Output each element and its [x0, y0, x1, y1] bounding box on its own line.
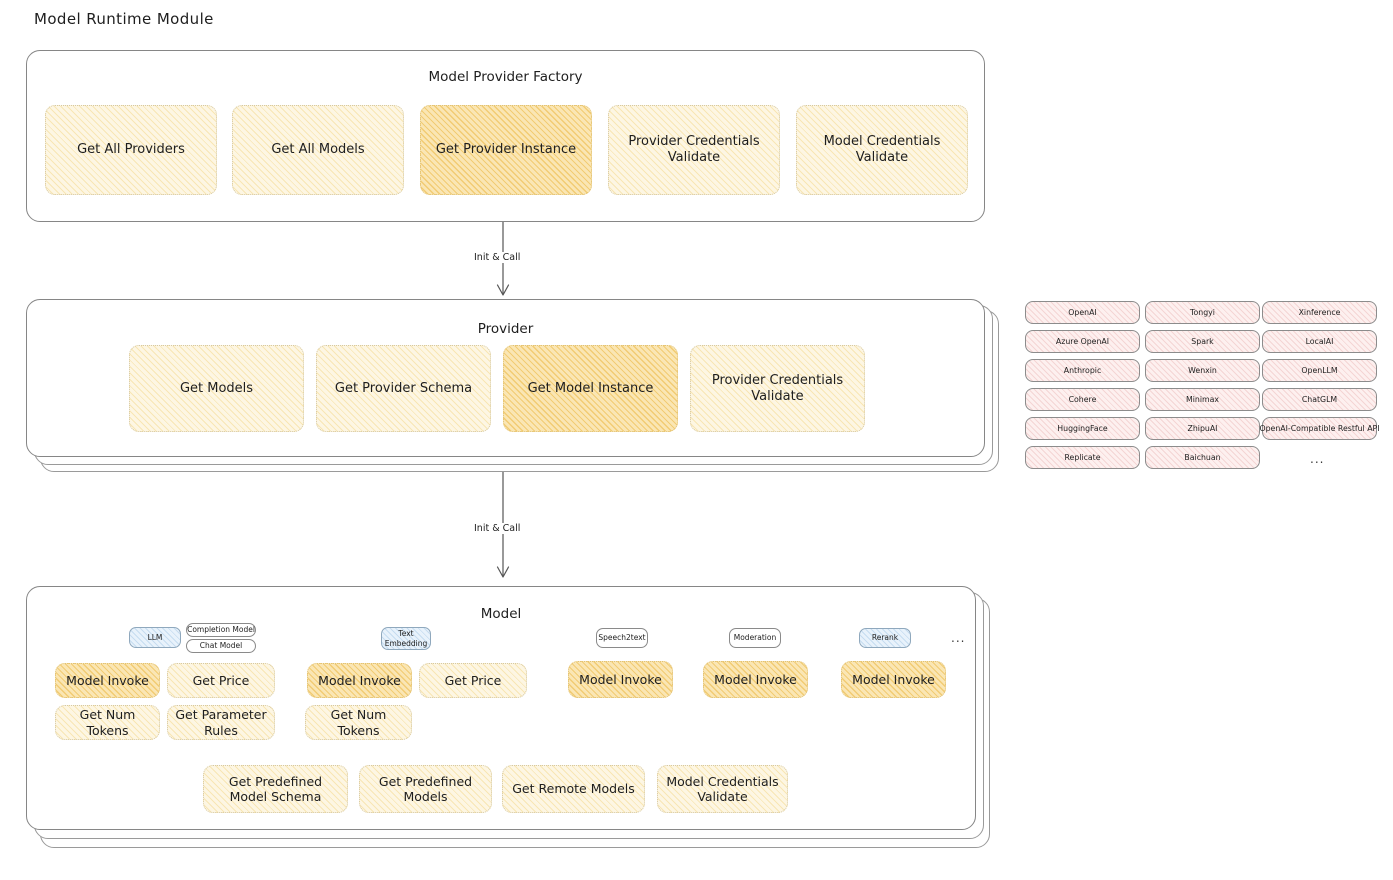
- provider-chip-spark[interactable]: Spark: [1145, 330, 1260, 353]
- provider-chip-cohere[interactable]: Cohere: [1025, 388, 1140, 411]
- node-get-predefined-models[interactable]: Get Predefined Models: [359, 765, 492, 813]
- model-type-tag-llm[interactable]: LLM: [129, 627, 181, 648]
- node-text-embedding-get-price[interactable]: Get Price: [419, 663, 527, 698]
- node-text-embedding-model-invoke[interactable]: Model Invoke: [307, 663, 412, 698]
- node-model-credentials-validate-2[interactable]: Model Credentials Validate: [657, 765, 788, 813]
- node-llm-model-invoke[interactable]: Model Invoke: [55, 663, 160, 698]
- provider-chip-baichuan[interactable]: Baichuan: [1145, 446, 1260, 469]
- node-get-provider-schema[interactable]: Get Provider Schema: [316, 345, 491, 432]
- provider-chip-wenxin[interactable]: Wenxin: [1145, 359, 1260, 382]
- provider-chip-azure-openai[interactable]: Azure OpenAI: [1025, 330, 1140, 353]
- node-provider-credentials-validate[interactable]: Provider Credentials Validate: [608, 105, 780, 195]
- arrow-label-init-and-call-1: Init & Call: [471, 252, 524, 263]
- node-text-embedding-get-num-tokens[interactable]: Get Num Tokens: [305, 705, 412, 740]
- model-type-tag-text-embedding[interactable]: Text Embedding: [381, 627, 431, 650]
- model-title: Model: [480, 606, 522, 622]
- provider-title: Provider: [477, 321, 534, 337]
- node-provider-credentials-validate-2[interactable]: Provider Credentials Validate: [690, 345, 865, 432]
- provider-chip-openai[interactable]: OpenAI: [1025, 301, 1140, 324]
- model-types-more-ellipsis: ...: [951, 631, 966, 645]
- model-provider-factory-title: Model Provider Factory: [428, 69, 583, 85]
- provider-chip-zhipuai[interactable]: ZhipuAI: [1145, 417, 1260, 440]
- model-type-tag-rerank[interactable]: Rerank: [859, 628, 911, 648]
- model-subtag-completion-model[interactable]: Completion Model: [186, 623, 256, 637]
- node-get-predefined-model-schema[interactable]: Get Predefined Model Schema: [203, 765, 348, 813]
- node-speech2text-model-invoke[interactable]: Model Invoke: [568, 661, 673, 698]
- provider-chip-localai[interactable]: LocalAI: [1262, 330, 1377, 353]
- arrow-label-init-and-call-2: Init & Call: [471, 523, 524, 534]
- node-llm-get-num-tokens[interactable]: Get Num Tokens: [55, 705, 160, 740]
- provider-chip-chatglm[interactable]: ChatGLM: [1262, 388, 1377, 411]
- provider-chip-openllm[interactable]: OpenLLM: [1262, 359, 1377, 382]
- provider-chip-anthropic[interactable]: Anthropic: [1025, 359, 1140, 382]
- page-title: Model Runtime Module: [34, 10, 214, 28]
- provider-chip-replicate[interactable]: Replicate: [1025, 446, 1140, 469]
- node-get-models[interactable]: Get Models: [129, 345, 304, 432]
- node-get-model-instance[interactable]: Get Model Instance: [503, 345, 678, 432]
- provider-chip-huggingface[interactable]: HuggingFace: [1025, 417, 1140, 440]
- node-get-remote-models[interactable]: Get Remote Models: [502, 765, 645, 813]
- provider-chip-minimax[interactable]: Minimax: [1145, 388, 1260, 411]
- node-llm-get-parameter-rules[interactable]: Get Parameter Rules: [167, 705, 275, 740]
- provider-list-more-ellipsis: ...: [1310, 452, 1325, 466]
- provider-chip-xinference[interactable]: Xinference: [1262, 301, 1377, 324]
- node-rerank-model-invoke[interactable]: Model Invoke: [841, 661, 946, 698]
- model-subtag-chat-model[interactable]: Chat Model: [186, 639, 256, 653]
- node-get-all-models[interactable]: Get All Models: [232, 105, 404, 195]
- node-get-all-providers[interactable]: Get All Providers: [45, 105, 217, 195]
- node-llm-get-price[interactable]: Get Price: [167, 663, 275, 698]
- node-model-credentials-validate[interactable]: Model Credentials Validate: [796, 105, 968, 195]
- node-moderation-model-invoke[interactable]: Model Invoke: [703, 661, 808, 698]
- provider-chip-openai-compatible-restful-api[interactable]: OpenAI-Compatible Restful API: [1259, 417, 1380, 440]
- node-get-provider-instance[interactable]: Get Provider Instance: [420, 105, 592, 195]
- model-type-tag-moderation[interactable]: Moderation: [729, 628, 781, 648]
- provider-chip-tongyi[interactable]: Tongyi: [1145, 301, 1260, 324]
- model-type-tag-speech2text[interactable]: Speech2text: [596, 628, 648, 648]
